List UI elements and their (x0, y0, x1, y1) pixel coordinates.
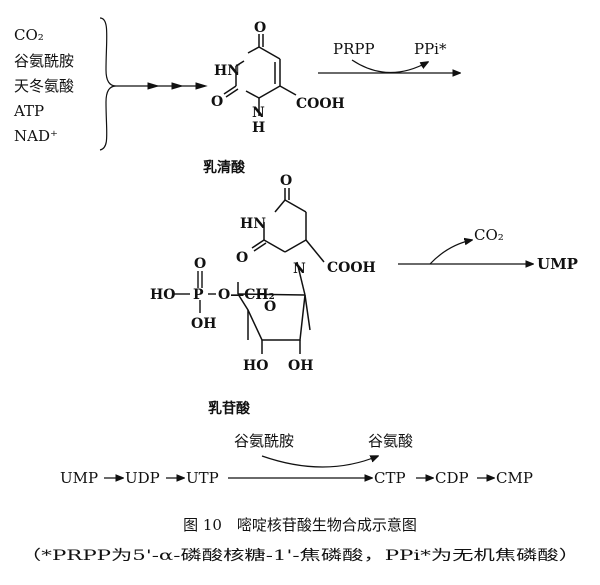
decarb-curved-arrow (429, 240, 472, 265)
omp-structure (251, 188, 325, 296)
chain-cdp: CDP (435, 469, 469, 487)
orotate-structure (223, 34, 297, 116)
orotate-hn: HN (214, 63, 240, 79)
phosphate-p: P (193, 287, 204, 303)
decarb-co2: CO₂ (474, 226, 504, 244)
ribose-ring-o: O (264, 299, 276, 315)
orotate-o-left: O (211, 94, 223, 110)
phosphate-o-top: O (194, 256, 206, 272)
input-co2: CO₂ (14, 26, 44, 44)
glutamine-label: 谷氨酰胺 (234, 432, 294, 450)
phosphate-ho: HO (150, 287, 175, 303)
chain-ump: UMP (60, 469, 98, 487)
figure-note: （*PRPP为5'-α-磷酸核糖-1'-焦磷酸，PPi*为无机焦磷酸） (20, 548, 580, 564)
chain-cmp: CMP (496, 469, 533, 487)
omp-n: N (293, 261, 306, 277)
input-glutamine: 谷氨酰胺 (14, 52, 74, 70)
ribose-structure (237, 282, 311, 354)
decarb-ump: UMP (537, 255, 578, 273)
omp-o-left: O (236, 250, 248, 266)
phosphate-o-ch2: O—CH₂ (218, 287, 275, 303)
input-brace (99, 17, 117, 151)
omp-cooh: COOH (327, 260, 376, 276)
prpp-label: PRPP (333, 40, 375, 58)
input-list: CO₂ 谷氨酰胺 天冬氨酸 ATP NAD⁺ (13, 26, 74, 145)
amidation-curved-arrow (261, 456, 378, 468)
orotate-n: N (252, 105, 265, 121)
input-nad: NAD⁺ (14, 127, 58, 145)
omp-name: 乳苷酸 (208, 400, 251, 417)
chain-utp: UTP (186, 469, 219, 487)
ribose-oh: OH (288, 358, 313, 374)
multistep-arrow (116, 82, 208, 90)
orotate-o-top: O (254, 20, 266, 36)
orotate-name: 乳清酸 (203, 159, 246, 176)
prpp-curved-arrow (351, 59, 428, 74)
ppi-label: PPi* (414, 40, 447, 58)
ribose-ho: HO (243, 358, 268, 374)
phosphate-group (174, 271, 216, 313)
input-atp: ATP (13, 102, 44, 120)
omp-o-top: O (280, 173, 292, 189)
orotate-h: H (252, 120, 265, 136)
phosphate-oh: OH (191, 316, 216, 332)
omp-hn: HN (240, 216, 266, 232)
figure-caption: 图 10 嘧啶核苷酸生物合成示意图 (183, 516, 417, 534)
chain-ctp: CTP (374, 469, 406, 487)
orotate-cooh: COOH (296, 96, 345, 112)
input-aspartate: 天冬氨酸 (14, 77, 74, 95)
glutamate-label: 谷氨酸 (368, 432, 413, 450)
chain-udp: UDP (125, 469, 160, 487)
